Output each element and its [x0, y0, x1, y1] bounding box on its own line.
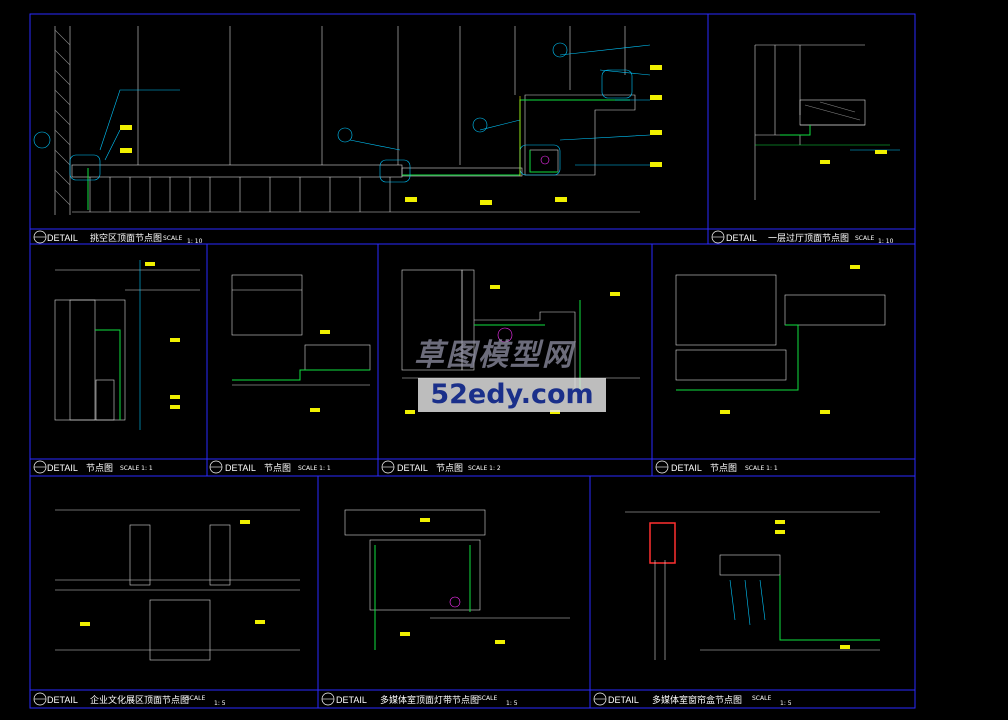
detail-title: 节点图 — [264, 463, 291, 474]
title-bar-node-4: DETAIL 节点图 SCALE 1: 1 — [655, 460, 778, 474]
detail-scale: 1: 5 — [506, 700, 518, 707]
detail-drawing-lobby-ceiling — [754, 44, 900, 200]
detail-tag: DETAIL — [47, 463, 78, 473]
sheet-frame — [29, 13, 916, 709]
detail-scale-label: SCALE 1: 2 — [468, 465, 501, 472]
detail-title: 一层过厅顶面节点图 — [768, 232, 849, 244]
detail-title: 节点图 — [86, 463, 113, 474]
detail-scale-label: SCALE — [186, 695, 205, 702]
detail-scale: 1: 5 — [214, 700, 226, 707]
detail-tag: DETAIL — [397, 463, 428, 473]
detail-title: 多媒体室窗帘盒节点图 — [652, 694, 742, 706]
detail-scale-label: SCALE 1: 1 — [120, 465, 153, 472]
detail-scale-label: SCALE — [752, 695, 771, 702]
detail-scale: 1: 10 — [187, 238, 203, 245]
title-bar-lobby: DETAIL 一层过厅顶面节点图 SCALE 1: 10 — [711, 230, 894, 245]
detail-drawing-atrium-ceiling — [33, 26, 662, 215]
detail-tag: DETAIL — [47, 695, 78, 705]
detail-drawing-culture-area — [55, 509, 300, 661]
watermark-text: 草图模型网 — [414, 338, 574, 373]
detail-drawing-node-4 — [675, 265, 886, 414]
detail-title: 节点图 — [436, 463, 463, 474]
detail-tag: DETAIL — [671, 463, 702, 473]
detail-drawing-node-2 — [231, 274, 371, 412]
detail-scale: 1: 10 — [878, 238, 894, 245]
detail-title: 挑空区顶面节点图 — [90, 232, 162, 244]
detail-title: 企业文化展区顶面节点图 — [90, 694, 189, 706]
title-bar-culture-area: DETAIL 企业文化展区顶面节点图 SCALE 1: 5 — [33, 692, 226, 707]
title-bar-media-light: DETAIL 多媒体室顶面灯带节点图 SCALE 1: 5 — [321, 692, 518, 707]
detail-scale-label: SCALE — [163, 235, 182, 242]
detail-title: 多媒体室顶面灯带节点图 — [380, 694, 479, 706]
detail-scale-label: SCALE 1: 1 — [745, 465, 778, 472]
title-bar-node-3: DETAIL 节点图 SCALE 1: 2 — [381, 460, 501, 474]
title-bar-node-2: DETAIL 节点图 SCALE 1: 1 — [209, 460, 331, 474]
detail-scale-label: SCALE 1: 1 — [298, 465, 331, 472]
detail-drawing-media-room-curtain — [625, 511, 880, 660]
detail-drawing-node-1 — [54, 260, 200, 430]
detail-tag: DETAIL — [225, 463, 256, 473]
title-bar-node-1: DETAIL 节点图 SCALE 1: 1 — [33, 460, 153, 474]
detail-tag: DETAIL — [47, 233, 78, 243]
detail-scale-label: SCALE — [478, 695, 497, 702]
title-bar-media-curtain: DETAIL 多媒体室窗帘盒节点图 SCALE 1: 5 — [593, 692, 792, 707]
detail-title: 节点图 — [710, 463, 737, 474]
detail-tag: DETAIL — [608, 695, 639, 705]
detail-tag: DETAIL — [336, 695, 367, 705]
detail-scale-label: SCALE — [855, 235, 874, 242]
detail-scale: 1: 5 — [780, 700, 792, 707]
detail-drawing-media-room-light — [344, 509, 570, 650]
title-bar-atrium: DETAIL 挑空区顶面节点图 SCALE 1: 10 — [33, 230, 203, 245]
watermark-url: 52edy.com — [418, 378, 606, 412]
detail-tag: DETAIL — [726, 233, 757, 243]
